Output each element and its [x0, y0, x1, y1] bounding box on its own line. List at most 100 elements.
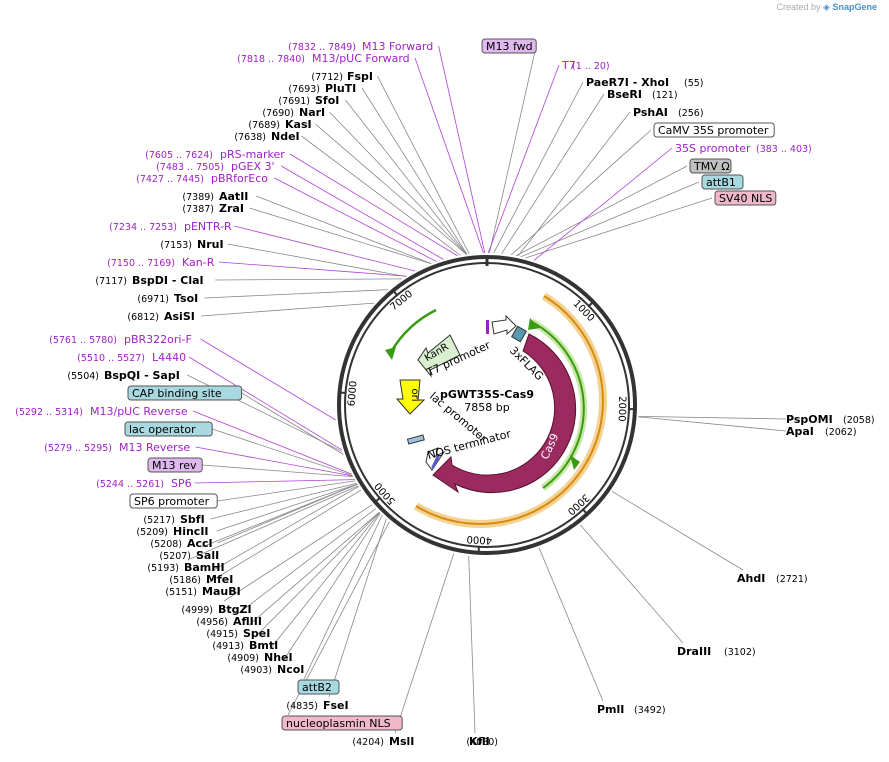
leader-line — [211, 486, 359, 572]
site-label-t7: T7 — [561, 59, 576, 72]
site-label-tmv: TMV Ω — [693, 160, 730, 173]
site-range: (4835) — [286, 701, 318, 712]
site-label-pmli: PmlI — [597, 703, 624, 716]
site-label-ndei: NdeI — [271, 130, 300, 143]
promoter-arrow-top — [491, 314, 517, 336]
leader-line — [580, 524, 684, 644]
site-range: (4204) — [352, 737, 384, 748]
site-range: (4913) — [212, 641, 244, 652]
site-range: (256) — [678, 108, 704, 119]
site-label-ahdi: AhdI — [737, 572, 765, 585]
site-label-ncoi: NcoI — [277, 663, 304, 676]
green-feature-arc-line — [531, 321, 585, 489]
leader-line — [281, 165, 444, 260]
site-label-sali: SalI — [196, 549, 219, 562]
leader-line — [361, 87, 468, 255]
label-lines — [187, 45, 787, 734]
leader-line — [328, 518, 387, 698]
leader-line — [202, 464, 353, 478]
site-range: (7689) — [248, 120, 280, 131]
ori-label: ori — [409, 388, 420, 401]
site-range: (4080) — [466, 737, 498, 748]
credit-brand: SnapGene — [832, 2, 877, 12]
leader-line — [289, 153, 458, 257]
site-label-fsei: FseI — [323, 699, 349, 712]
leader-line — [438, 45, 486, 254]
tick-label: 6000 — [346, 380, 359, 406]
site-range: (7153) — [160, 240, 192, 251]
leader-line — [188, 356, 343, 451]
site-range: (7234 .. 7253) — [109, 222, 177, 233]
nos-arrow — [425, 447, 446, 471]
leader-line — [215, 278, 403, 281]
site-label-m13forward: M13 Forward — [362, 40, 433, 53]
site-label-bamhi: BamHI — [184, 561, 225, 574]
site-range: (7693) — [288, 84, 320, 95]
site-label-bmti: BmtI — [249, 639, 278, 652]
leader-line — [195, 446, 353, 477]
leader-line — [192, 410, 352, 475]
feature-box — [714, 190, 777, 206]
leader-line — [520, 181, 700, 258]
site-range: (7117) — [95, 276, 127, 287]
site-label-nrui: NruI — [197, 238, 224, 251]
site-label-maubi: MauBI — [202, 585, 241, 598]
site-range: (7387) — [182, 204, 214, 215]
site-range: (6812) — [127, 312, 159, 323]
snapgene-logo-icon: ◈ — [823, 2, 830, 12]
site-range: (7818 .. 7840) — [237, 54, 305, 65]
leader-line — [255, 195, 432, 264]
leader-line — [468, 555, 476, 734]
site-label-fspi: FspI — [347, 70, 373, 83]
site-range: (5193) — [147, 563, 179, 574]
feature-box — [281, 715, 403, 731]
tick-label: 4000 — [466, 533, 492, 545]
leader-line — [611, 491, 744, 571]
leader-line — [301, 135, 461, 256]
leader-line — [525, 197, 713, 259]
site-range: (2062) — [825, 427, 857, 438]
ori-feature — [395, 379, 426, 415]
site-label-acci: AccI — [187, 537, 213, 550]
site-range: (7691) — [278, 96, 310, 107]
leader-line — [501, 93, 605, 254]
feature-box — [701, 174, 744, 190]
site-label-nari: NarI — [299, 106, 325, 119]
site-label-btgzi: BtgZI — [218, 603, 252, 616]
leader-line — [189, 485, 359, 560]
site-range: (5207) — [159, 551, 191, 562]
site-range: (121) — [652, 90, 678, 101]
feature-box — [124, 421, 213, 437]
tick-mark — [338, 391, 347, 395]
site-label-l4440: L4440 — [152, 351, 186, 364]
site-label-pbrforeco: pBRforEco — [211, 172, 268, 185]
site-range: (4909) — [227, 653, 259, 664]
site-label-sp6: SP6 — [171, 477, 192, 490]
site-range: (5217) — [143, 515, 175, 526]
leader-line — [377, 75, 470, 255]
leader-line — [223, 504, 373, 602]
leader-line — [303, 514, 383, 680]
green-arrow-1 — [528, 318, 540, 330]
leader-line — [216, 483, 358, 532]
leader-line — [394, 553, 455, 734]
leader-line — [212, 428, 353, 476]
site-label-camv: CaMV 35S promoter — [658, 124, 769, 137]
site-range: (7483 .. 7505) — [156, 162, 224, 173]
site-range: (5244 .. 5261) — [96, 479, 164, 490]
leader-line — [217, 480, 356, 502]
site-label-sp6prom: SP6 promoter — [134, 495, 210, 508]
feature-box — [297, 679, 340, 695]
site-label-m13reverse: M13 Reverse — [119, 441, 190, 454]
site-range: (7150 .. 7169) — [107, 258, 175, 269]
site-label-sfoi: SfoI — [315, 94, 339, 107]
site-range: (4903) — [240, 665, 272, 676]
leader-line — [238, 508, 376, 614]
leader-line — [282, 512, 381, 662]
site-label-zrai: ZraI — [219, 202, 244, 215]
leader-line — [315, 123, 467, 255]
nos-small-bar — [431, 454, 440, 469]
tick-mark — [373, 496, 382, 504]
site-label-cap: CAP binding site — [132, 387, 222, 400]
site-label-hincii: HincII — [173, 525, 209, 538]
